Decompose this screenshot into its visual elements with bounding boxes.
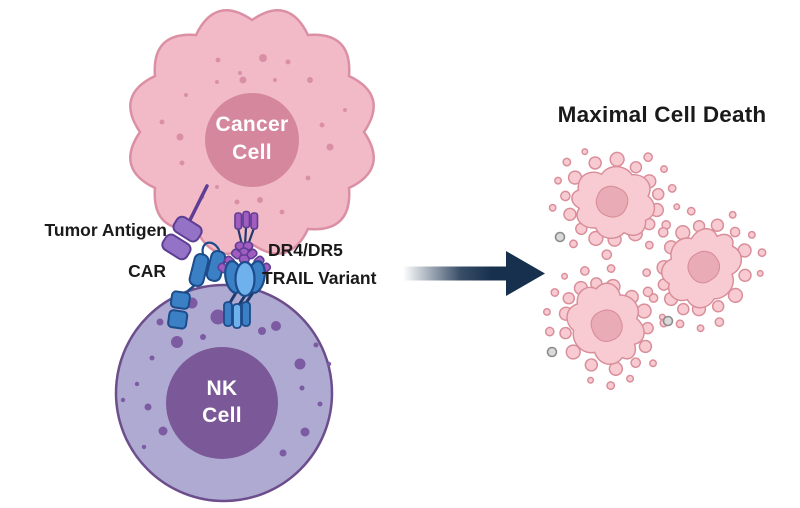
granule-dot — [149, 355, 155, 361]
trail-variant-label: TRAIL Variant — [262, 268, 377, 288]
granule-dot — [238, 71, 242, 75]
granule-dot — [326, 361, 332, 367]
granule-dot — [313, 342, 319, 348]
trail-transmembrane-domain — [232, 303, 242, 329]
arrow-shaft — [403, 266, 507, 281]
maximal-cell-death-title: Maximal Cell Death — [558, 102, 767, 127]
granule-dot — [215, 57, 221, 63]
granule-dot — [307, 77, 313, 83]
granule-dot — [215, 185, 219, 189]
nk-cell: NK Cell — [114, 283, 334, 503]
granule-dot — [239, 76, 247, 84]
granule-dot — [120, 397, 126, 403]
granule-dot — [171, 336, 183, 348]
dr-membrane-domain — [234, 212, 243, 230]
tumor-antigen-receptor — [161, 184, 209, 261]
car-transmembrane-domain — [167, 309, 189, 330]
cancer-cell-nucleus — [205, 93, 299, 187]
granule-dot — [210, 309, 226, 325]
granule-dot — [215, 80, 219, 84]
granule-dot — [200, 334, 206, 340]
granule-dot — [326, 143, 334, 151]
granule-dot — [294, 358, 306, 370]
dying-cells — [523, 130, 788, 408]
granule-dot — [257, 197, 263, 203]
car-label: CAR — [128, 261, 166, 281]
granule-dot — [234, 199, 240, 205]
nk-cell-label-line1: NK — [207, 377, 238, 400]
granule-dot — [141, 444, 147, 450]
granule-dot — [184, 93, 188, 97]
dr-bead — [246, 248, 258, 260]
gray-bleb — [662, 315, 674, 327]
cancer-cell: Cancer Cell — [129, 9, 375, 255]
granule-dot — [285, 59, 291, 65]
cancer-cell-granules — [159, 54, 347, 215]
tumor-antigen-label: Tumor Antigen — [45, 220, 167, 240]
granule-dot — [271, 321, 281, 331]
granule-dot — [273, 78, 277, 82]
granule-dot — [258, 327, 266, 335]
car-transmembrane-domain — [169, 290, 191, 310]
car-scfv-domain — [188, 253, 210, 287]
annotation-labels: Tumor Antigen CAR DR4/DR5 TRAIL Variant — [45, 220, 377, 288]
granule-dot — [179, 160, 185, 166]
trail-transmembrane-domain — [241, 301, 251, 327]
granule-dot — [144, 403, 152, 411]
granule-dot — [156, 318, 164, 326]
trail-transmembrane-domain — [223, 301, 233, 327]
granule-dot — [279, 449, 287, 457]
car-linker-loop — [201, 241, 221, 255]
cancer-cell-label-line1: Cancer — [215, 113, 288, 136]
trail-trimer-subunit — [234, 260, 256, 298]
antigen-domain — [172, 215, 203, 243]
cancer-cell-label-line2: Cell — [232, 141, 272, 164]
granule-dot — [317, 401, 323, 407]
granule-dot — [319, 122, 325, 128]
granule-dot — [305, 175, 311, 181]
granule-dot — [299, 385, 305, 391]
nk-cell-nucleus — [166, 347, 278, 459]
dr-membrane-domain — [242, 210, 251, 229]
granule-dot — [158, 426, 168, 436]
granule-dot — [134, 381, 140, 387]
antigen-domain — [161, 233, 192, 261]
granule-dot — [176, 133, 184, 141]
gray-bleb — [546, 346, 558, 358]
granule-dot — [159, 119, 165, 125]
effect-arrow — [403, 251, 545, 296]
granule-dot — [343, 108, 347, 112]
dr-membrane-domain — [250, 212, 259, 230]
granule-dot — [279, 209, 285, 215]
granule-dot — [259, 54, 267, 62]
granule-dot — [300, 427, 310, 437]
nk-cell-label-line2: Cell — [202, 404, 242, 427]
gray-bleb — [554, 231, 566, 243]
dr4-dr5-label: DR4/DR5 — [268, 240, 343, 260]
car-receptor — [167, 241, 227, 330]
trail-variant-ligand — [223, 260, 266, 329]
arrow-head — [506, 251, 545, 296]
